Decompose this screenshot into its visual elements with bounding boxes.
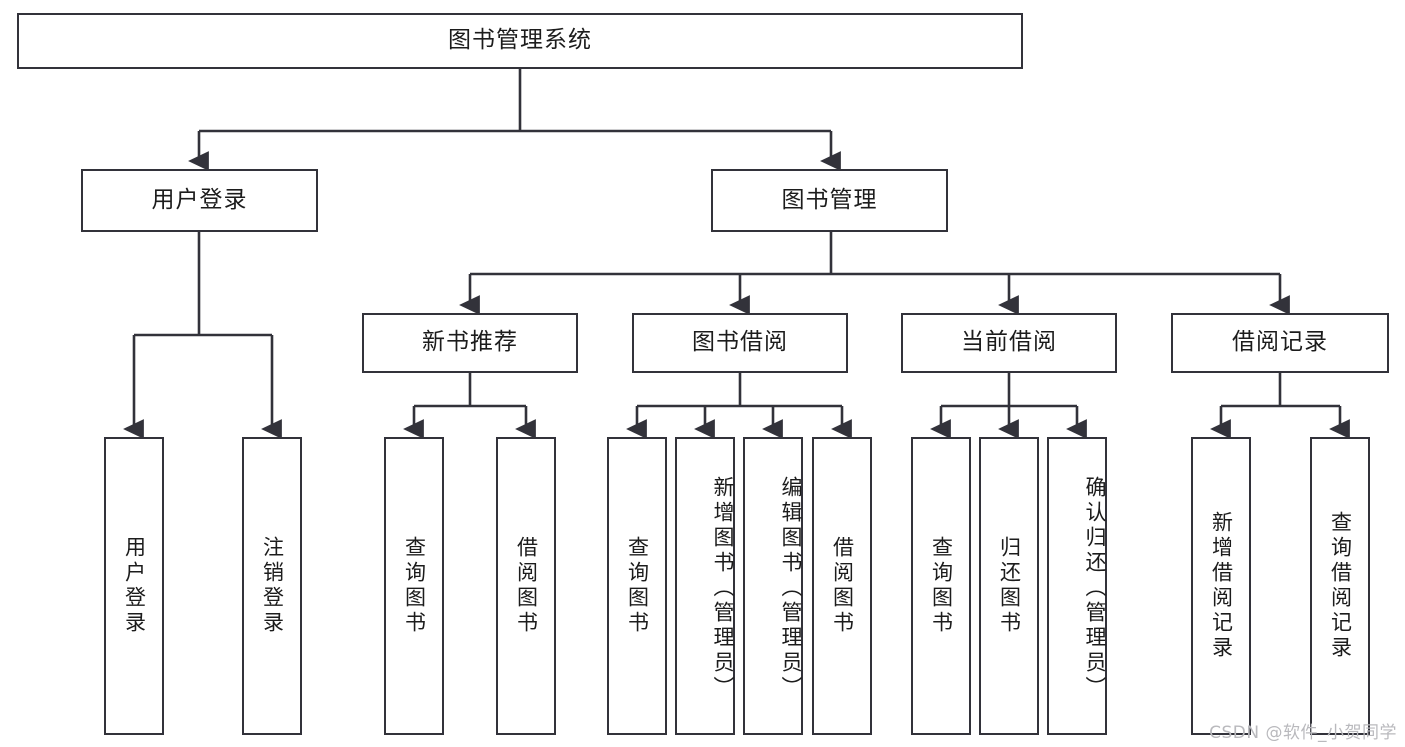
leaf-user-login-login-label: 用户登录 — [122, 536, 147, 636]
leaf-book-borrow-borrow[interactable]: 借阅图书 — [812, 437, 872, 735]
leaf-book-borrow-add-label: 新增图书（管理员） — [711, 475, 735, 701]
leaf-book-borrow-borrow-label: 借阅图书 — [830, 536, 855, 636]
leaf-new-book-borrow[interactable]: 借阅图书 — [496, 437, 556, 735]
node-current-borrow-label: 当前借阅 — [961, 329, 1057, 356]
leaf-new-book-query-label: 查询图书 — [402, 536, 427, 636]
leaf-borrow-record-add[interactable]: 新增借阅记录 — [1191, 437, 1251, 735]
leaf-current-borrow-query[interactable]: 查询图书 — [911, 437, 971, 735]
leaf-new-book-borrow-label: 借阅图书 — [514, 536, 539, 636]
node-book-manage[interactable]: 图书管理 — [711, 169, 948, 232]
leaf-book-borrow-query[interactable]: 查询图书 — [607, 437, 667, 735]
node-borrow-record-label: 借阅记录 — [1232, 329, 1328, 356]
leaf-user-login-logout-label: 注销登录 — [260, 536, 285, 636]
leaf-current-borrow-return[interactable]: 归还图书 — [979, 437, 1039, 735]
leaf-user-login-login[interactable]: 用户登录 — [104, 437, 164, 735]
leaf-book-borrow-add[interactable]: 新增图书（管理员） — [675, 437, 735, 735]
leaf-book-borrow-query-label: 查询图书 — [625, 536, 650, 636]
leaf-current-borrow-confirm[interactable]: 确认归还（管理员） — [1047, 437, 1107, 735]
leaf-book-borrow-edit[interactable]: 编辑图书（管理员） — [743, 437, 803, 735]
node-user-login-label: 用户登录 — [151, 186, 248, 213]
leaf-current-borrow-query-label: 查询图书 — [929, 536, 954, 636]
leaf-current-borrow-confirm-label: 确认归还（管理员） — [1083, 475, 1107, 701]
node-borrow-record[interactable]: 借阅记录 — [1171, 313, 1389, 373]
node-book-borrow-label: 图书借阅 — [692, 329, 788, 356]
node-root-system-label: 图书管理系统 — [448, 27, 592, 54]
node-root-system[interactable]: 图书管理系统 — [17, 13, 1023, 69]
node-new-book-recommend-label: 新书推荐 — [422, 329, 518, 356]
node-user-login[interactable]: 用户登录 — [81, 169, 318, 232]
leaf-current-borrow-return-label: 归还图书 — [997, 536, 1022, 636]
leaf-book-borrow-edit-label: 编辑图书（管理员） — [779, 475, 803, 701]
leaf-borrow-record-add-label: 新增借阅记录 — [1209, 511, 1234, 661]
node-book-borrow[interactable]: 图书借阅 — [632, 313, 848, 373]
node-new-book-recommend[interactable]: 新书推荐 — [362, 313, 578, 373]
leaf-user-login-logout[interactable]: 注销登录 — [242, 437, 302, 735]
node-book-manage-label: 图书管理 — [781, 186, 878, 213]
leaf-borrow-record-query[interactable]: 查询借阅记录 — [1310, 437, 1370, 735]
node-current-borrow[interactable]: 当前借阅 — [901, 313, 1117, 373]
leaf-borrow-record-query-label: 查询借阅记录 — [1328, 511, 1353, 661]
watermark-text: CSDN @软件_小贺同学 — [1209, 723, 1397, 743]
leaf-new-book-query[interactable]: 查询图书 — [384, 437, 444, 735]
